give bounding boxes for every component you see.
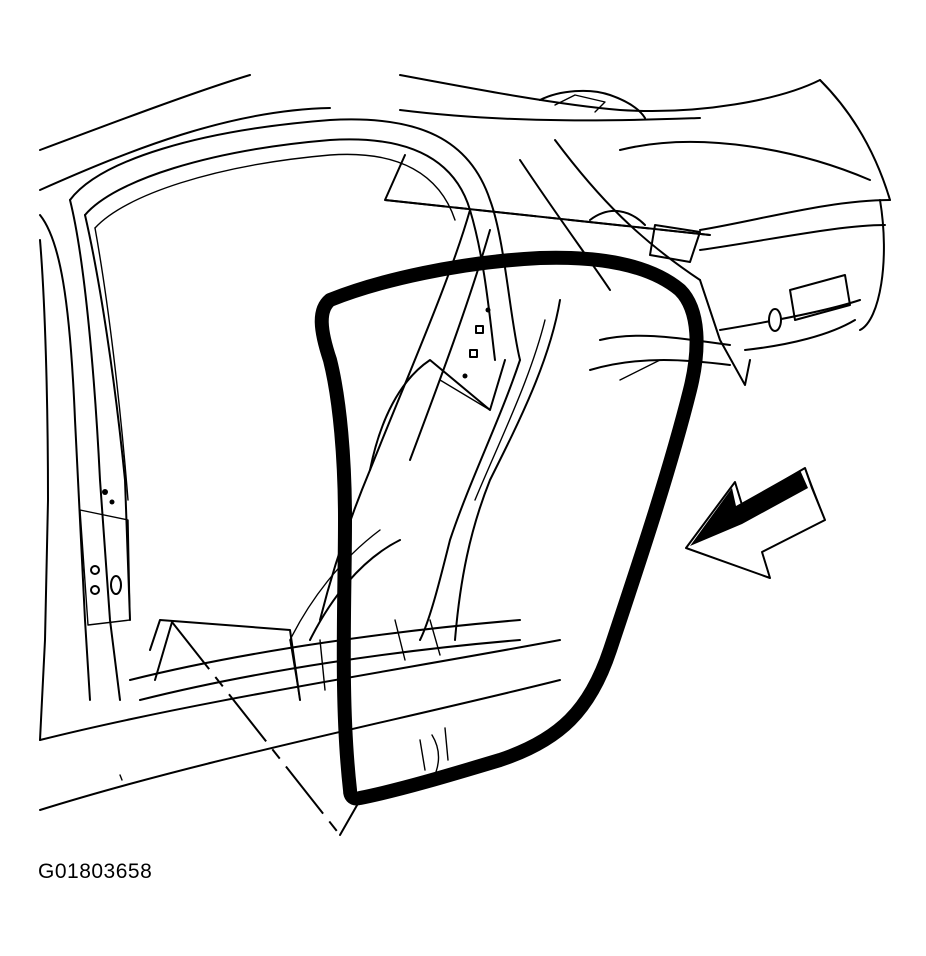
rear-deck [519,89,891,386]
figure-id-label: G01803658 [38,860,153,883]
door-weatherstrip-seal [314,250,704,806]
rocker-sill [39,619,561,811]
arrow-left-icon [685,467,826,579]
vehicle-roof [39,74,891,201]
callout-leaders [154,154,711,836]
